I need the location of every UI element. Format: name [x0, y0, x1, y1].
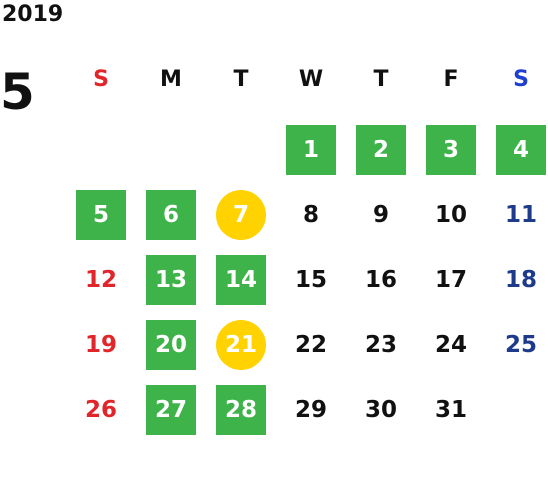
day-cell-17[interactable]: 17 [434, 267, 467, 293]
day-cell-7[interactable]: 7 [216, 190, 266, 240]
weekday-thu: T [373, 67, 389, 92]
day-cell-10[interactable]: 10 [434, 202, 467, 228]
day-cell-19[interactable]: 19 [84, 332, 117, 358]
day-cell-28[interactable]: 28 [216, 385, 266, 435]
weekday-wed: W [298, 67, 324, 92]
day-cell-16[interactable]: 16 [364, 267, 397, 293]
day-cell-11[interactable]: 11 [504, 202, 537, 228]
day-cell-15[interactable]: 15 [294, 267, 327, 293]
day-cell-18[interactable]: 18 [504, 267, 537, 293]
day-cell-26[interactable]: 26 [84, 397, 117, 423]
weekday-mon: M [160, 67, 182, 92]
day-cell-1[interactable]: 1 [286, 125, 336, 175]
day-cell-22[interactable]: 22 [294, 332, 327, 358]
day-cell-29[interactable]: 29 [294, 397, 327, 423]
day-cell-4[interactable]: 4 [496, 125, 546, 175]
day-cell-27[interactable]: 27 [146, 385, 196, 435]
weekday-sat: S [513, 67, 529, 92]
day-cell-21[interactable]: 21 [216, 320, 266, 370]
day-cell-20[interactable]: 20 [146, 320, 196, 370]
day-cell-6[interactable]: 6 [146, 190, 196, 240]
month-label: 5 [0, 63, 35, 121]
day-cell-2[interactable]: 2 [356, 125, 406, 175]
day-cell-3[interactable]: 3 [426, 125, 476, 175]
day-cell-8[interactable]: 8 [302, 202, 319, 228]
day-cell-5[interactable]: 5 [76, 190, 126, 240]
day-cell-25[interactable]: 25 [504, 332, 537, 358]
day-cell-9[interactable]: 9 [372, 202, 389, 228]
day-cell-14[interactable]: 14 [216, 255, 266, 305]
day-cell-12[interactable]: 12 [84, 267, 117, 293]
day-cell-31[interactable]: 31 [434, 397, 467, 423]
day-cell-13[interactable]: 13 [146, 255, 196, 305]
year-label: 2019 [2, 2, 64, 27]
weekday-sun: S [93, 67, 109, 92]
day-cell-24[interactable]: 24 [434, 332, 467, 358]
day-cell-23[interactable]: 23 [364, 332, 397, 358]
weekday-fri: F [443, 67, 459, 92]
weekday-tue: T [233, 67, 249, 92]
day-cell-30[interactable]: 30 [364, 397, 397, 423]
